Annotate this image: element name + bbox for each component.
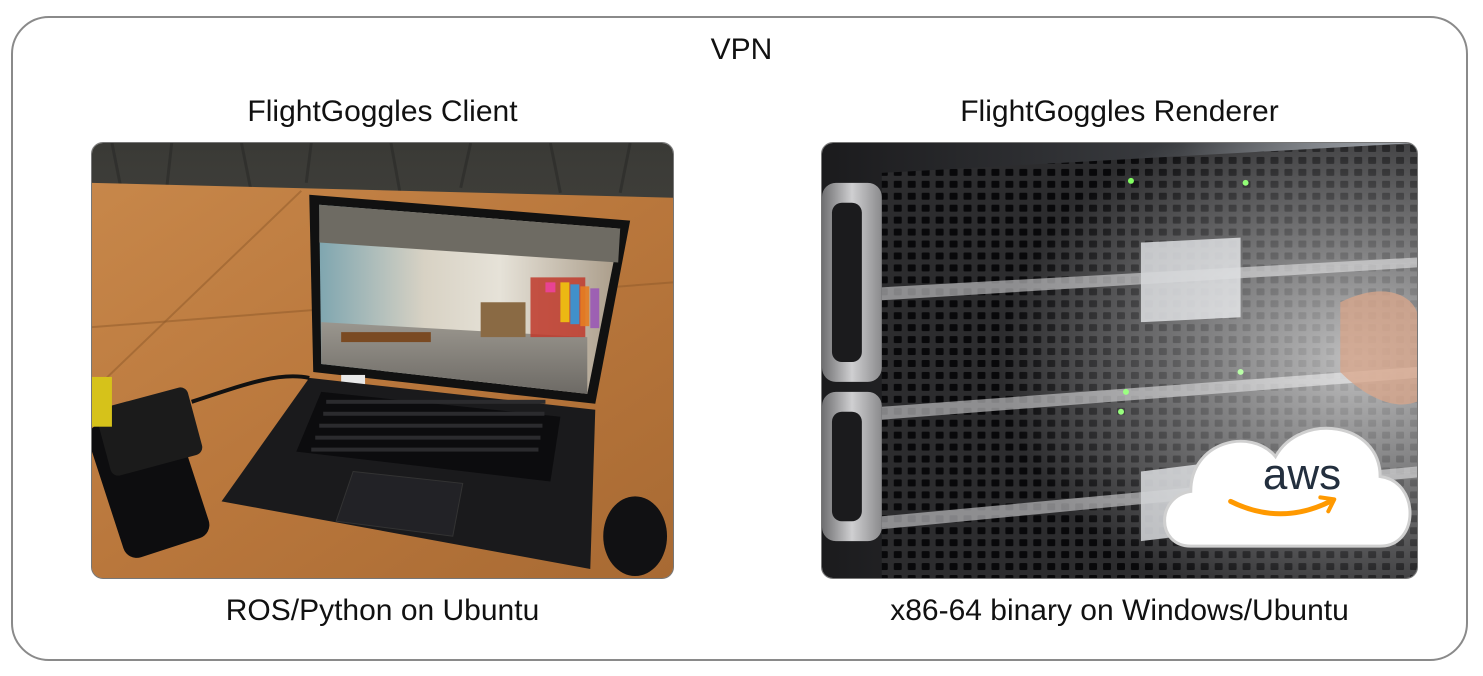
renderer-caption: x86-64 binary on Windows/Ubuntu bbox=[890, 594, 1349, 627]
vpn-label: VPN bbox=[710, 33, 773, 66]
aws-cloud-icon bbox=[1163, 426, 1412, 548]
client-title: FlightGoggles Client bbox=[247, 95, 518, 128]
server-rack-photo-icon: aws bbox=[821, 142, 1418, 579]
laptop-photo-icon bbox=[91, 142, 674, 579]
renderer-title: FlightGoggles Renderer bbox=[960, 95, 1279, 128]
client-caption: ROS/Python on Ubuntu bbox=[225, 594, 540, 627]
aws-badge-text: aws bbox=[1262, 450, 1342, 499]
